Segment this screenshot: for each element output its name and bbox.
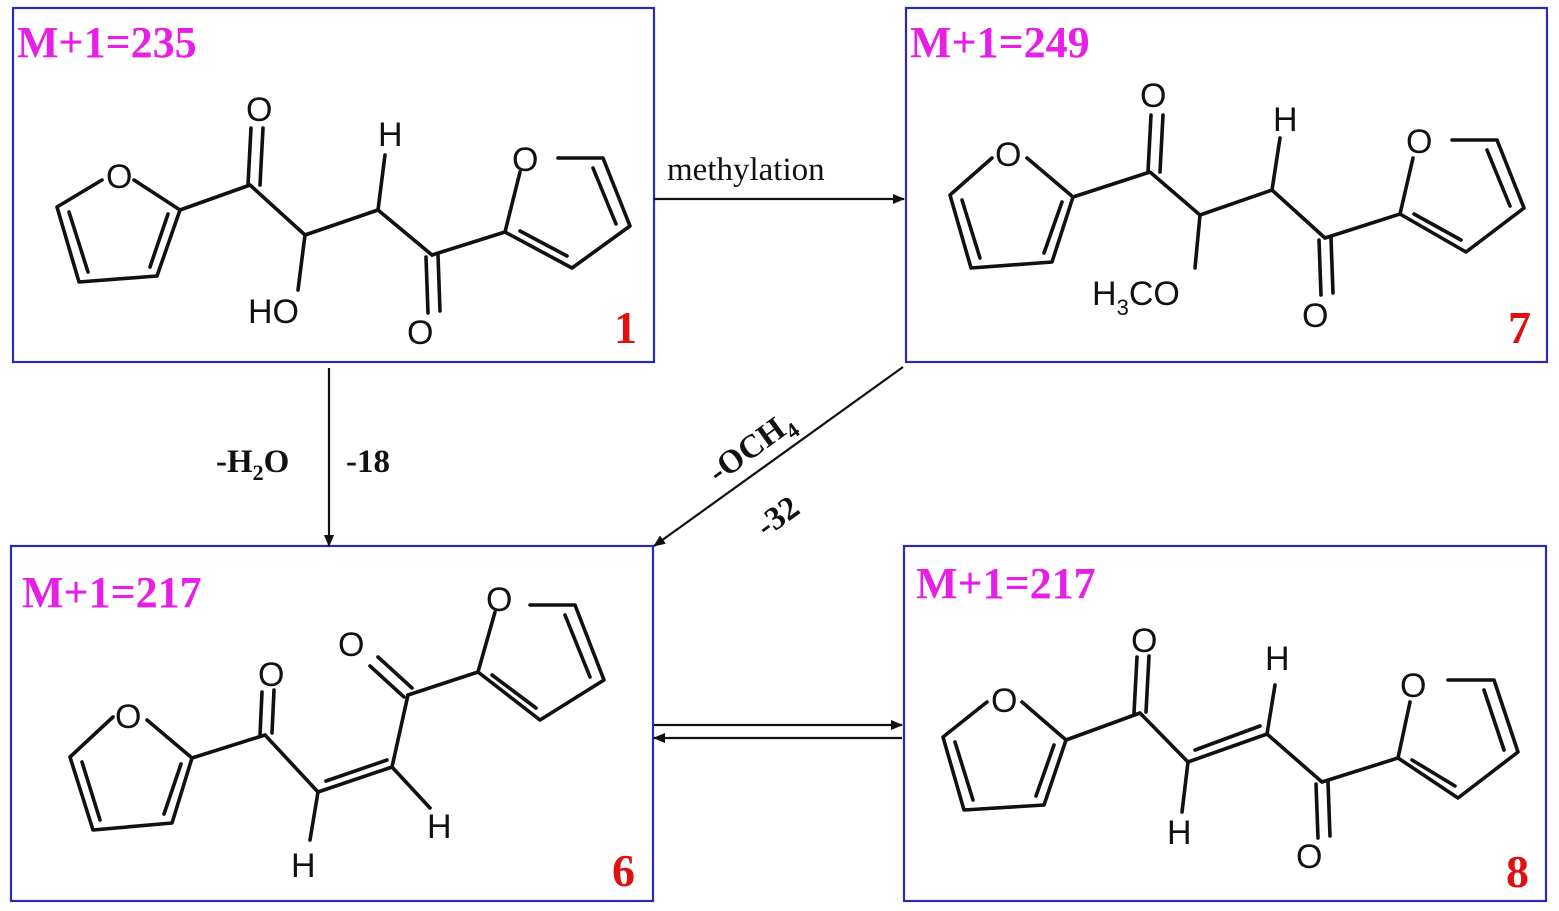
furan-oxygen: O	[991, 682, 1017, 720]
compound-7-mass: M+1=249	[910, 18, 1090, 67]
methylation-label: methylation	[667, 152, 825, 188]
demethoxylation-arrow	[653, 366, 904, 547]
hydrogen: H	[291, 847, 316, 885]
compound-8-id: 8	[1506, 846, 1529, 897]
compound-7-structure: O O H3CO H O O	[948, 77, 1526, 335]
compound-1-mass: M+1=235	[17, 18, 197, 67]
carbonyl-oxygen: O	[258, 656, 284, 694]
compound-8-structure: O O H H O O	[941, 622, 1520, 876]
compound-1-structure: O O HO H O O	[55, 91, 632, 352]
furan-oxygen: O	[512, 141, 538, 179]
carbonyl-oxygen: O	[1140, 77, 1166, 115]
carbonyl-oxygen: O	[246, 91, 272, 129]
dehydration-mass-label: -18	[346, 444, 390, 480]
furan-oxygen: O	[115, 698, 141, 736]
compound-6-id: 6	[612, 845, 635, 896]
compound-1-box	[11, 6, 656, 364]
dehydration-label: -H2O	[216, 444, 289, 485]
furan-oxygen: O	[1400, 667, 1426, 705]
furan-oxygen: O	[106, 158, 132, 196]
compound-6-structure: O O H H O O	[68, 581, 606, 885]
compound-8-mass: M+1=217	[916, 559, 1096, 608]
carbonyl-oxygen: O	[407, 314, 433, 352]
furan-oxygen: O	[486, 581, 512, 619]
hydrogen: H	[1273, 101, 1298, 139]
demethoxylation-mass-group: -32	[750, 489, 807, 544]
compound-7-box	[904, 6, 1549, 364]
compound-6-mass: M+1=217	[22, 568, 202, 617]
compound-8-box	[902, 544, 1548, 903]
furan-oxygen: O	[1406, 123, 1432, 161]
hydroxyl-group: HO	[248, 293, 299, 331]
hydrogen: H	[1167, 814, 1192, 852]
demethoxylation-mass-label: -32	[750, 489, 807, 544]
equilibrium-arrows	[653, 720, 903, 743]
carbonyl-oxygen: O	[338, 626, 364, 664]
hydrogen: H	[427, 808, 452, 846]
hydrogen: H	[378, 116, 403, 154]
carbonyl-oxygen: O	[1302, 297, 1328, 335]
hydrogen: H	[1265, 640, 1290, 678]
furan-oxygen: O	[995, 136, 1021, 174]
carbonyl-oxygen: O	[1296, 838, 1322, 876]
carbonyl-oxygen: O	[1131, 622, 1157, 660]
compound-7-id: 7	[1508, 302, 1531, 353]
compound-1-id: 1	[614, 302, 637, 353]
methoxy-group: H3CO	[1092, 275, 1180, 320]
